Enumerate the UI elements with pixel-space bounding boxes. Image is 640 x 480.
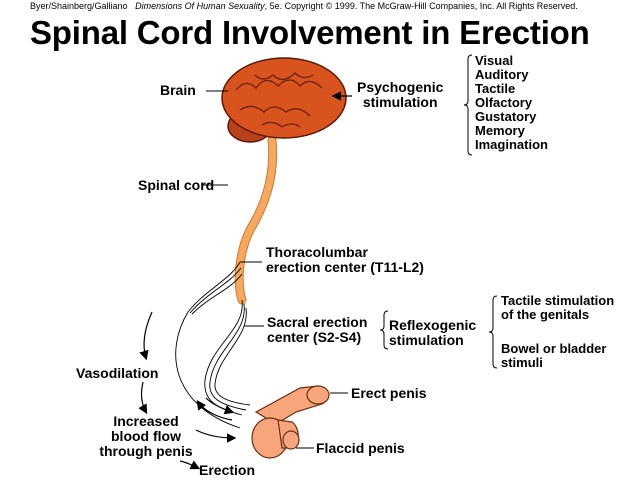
list-item: Olfactory <box>475 95 533 110</box>
book-title: Dimensions Of Human Sexuality <box>135 1 265 11</box>
label-erect-penis: Erect penis <box>351 385 427 401</box>
penis-illustration <box>251 385 330 459</box>
label-line: stimuli <box>501 355 543 370</box>
label-line: blood flow <box>111 428 181 444</box>
label-blood-flow: Increased blood flow through penis <box>94 414 198 459</box>
label-flaccid-penis: Flaccid penis <box>316 440 405 456</box>
list-item: Tactile <box>475 81 516 96</box>
brain-icon <box>221 57 347 143</box>
credit-line: Byer/Shainberg/Galliano Dimensions Of Hu… <box>30 1 578 11</box>
label-line: Sacral erection <box>267 314 368 330</box>
label-brain: Brain <box>160 82 196 98</box>
label-erection: Erection <box>199 462 256 478</box>
label-vasodilation: Vasodilation <box>76 365 159 381</box>
list-item: Gustatory <box>475 109 537 124</box>
label-psychogenic-stimulation: Psychogenic stimulation <box>357 80 443 110</box>
label-line: stimulation <box>362 94 438 110</box>
label-spinal-cord: Spinal cord <box>138 177 215 193</box>
label-line: of the genitals <box>501 307 590 322</box>
authors: Byer/Shainberg/Galliano <box>30 1 128 11</box>
list-item: Auditory <box>475 67 529 82</box>
label-line: Reflexogenic <box>389 317 477 333</box>
psychogenic-source-list: Visual Auditory Tactile Olfactory Gustat… <box>475 54 548 152</box>
label-sacral: Sacral erection center (S2-S4) <box>267 315 367 345</box>
label-thoracolumbar: Thoracolumbar erection center (T11-L2) <box>266 245 424 275</box>
label-bowel-bladder: Bowel or bladder stimuli <box>501 342 606 370</box>
brace <box>379 310 389 350</box>
label-line: through penis <box>99 443 193 459</box>
label-tactile: Tactile stimulation of the genitals <box>501 294 614 322</box>
page-title: Spinal Cord Involvement in Erection <box>30 14 590 51</box>
list-item: Imagination <box>475 137 548 152</box>
label-reflexogenic: Reflexogenic stimulation <box>389 318 476 348</box>
label-line: Thoracolumbar <box>266 244 368 260</box>
list-item: Visual <box>475 53 514 68</box>
label-line: stimulation <box>389 332 464 348</box>
label-line: Bowel or bladder <box>501 341 607 356</box>
label-line: center (S2-S4) <box>267 329 362 345</box>
label-line: Tactile stimulation <box>501 293 615 308</box>
label-line: Psychogenic <box>357 79 444 95</box>
list-item: Memory <box>475 123 525 138</box>
copyright: , 5e. Copyright © 1999. The McGraw-Hill … <box>264 1 578 11</box>
label-line: Increased <box>113 413 179 429</box>
label-line: erection center (T11-L2) <box>266 259 424 275</box>
